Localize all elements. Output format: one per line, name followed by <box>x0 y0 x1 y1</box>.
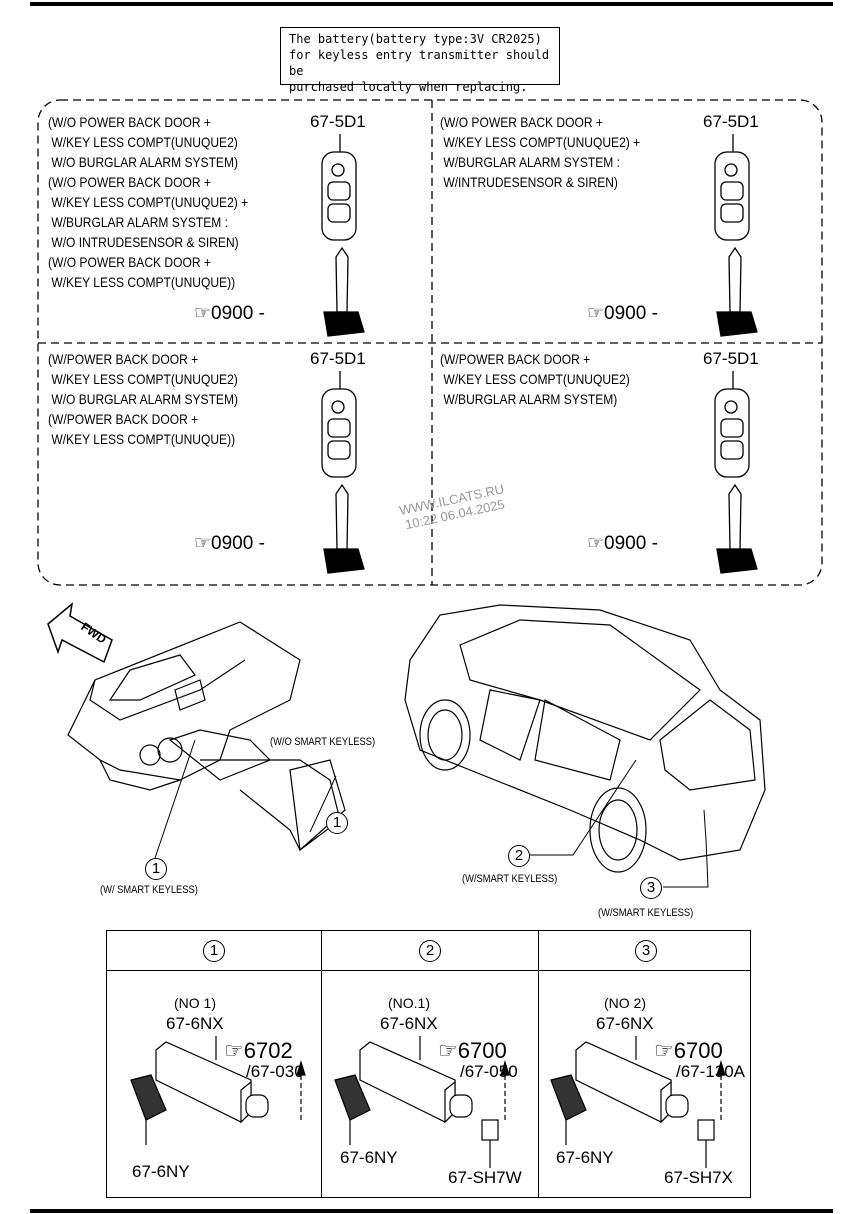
reference-sub: /67-030 <box>246 1062 304 1081</box>
parts-table: 1 2 3 <box>106 930 751 1198</box>
reference-link[interactable]: ☞0900 - <box>194 303 265 324</box>
part-number-antenna: 67-6NX <box>380 1014 438 1033</box>
callout-label: (W/SMART KEYLESS) <box>462 873 558 885</box>
hand-pointer-icon: ☞ <box>587 533 605 554</box>
condition-line: W/O BURGLAR ALARM SYSTEM) <box>48 154 239 170</box>
vehicle-illustration <box>404 604 766 873</box>
part-number-transmitter: 67-5D1 <box>310 349 366 368</box>
reference-number[interactable]: 6702 <box>243 1038 293 1063</box>
key-transmitter-illustration <box>321 371 365 574</box>
reference-link[interactable]: ☞6700 <box>438 1038 507 1064</box>
reference-link[interactable]: ☞0900 - <box>587 533 658 554</box>
top-rule <box>30 2 833 6</box>
condition-line: W/BURGLAR ALARM SYSTEM) <box>440 391 618 407</box>
reference-link[interactable]: ☞0900 - <box>587 303 658 324</box>
condition-line: W/KEY LESS COMPT(UNUQUE2) <box>48 134 238 150</box>
reference-number[interactable]: 0900 <box>604 533 647 554</box>
part-number-transmitter: 67-5D1 <box>703 112 759 131</box>
reference-link[interactable]: ☞6700 <box>654 1038 723 1064</box>
condition-line: W/KEY LESS COMPT(UNUQUE2) + <box>440 134 641 150</box>
condition-line: W/KEY LESS COMPT(UNUQUE)) <box>48 431 236 447</box>
condition-line: W/KEY LESS COMPT(UNUQUE2) <box>48 371 238 387</box>
reference-number[interactable]: 0900 <box>604 303 647 324</box>
condition-line: W/BURGLAR ALARM SYSTEM : <box>440 154 620 170</box>
part-position: (NO.1) <box>388 995 430 1011</box>
reference-number[interactable]: 0900 <box>211 533 254 554</box>
part-number-bracket: 67-6NY <box>340 1148 398 1167</box>
part-number-transmitter: 67-5D1 <box>703 349 759 368</box>
fwd-arrow <box>47 602 113 664</box>
condition-line: (W/O POWER BACK DOOR + <box>440 114 603 130</box>
key-transmitter-illustration <box>321 134 365 337</box>
condition-line: W/KEY LESS COMPT(UNUQUE2) + <box>48 194 249 210</box>
condition-line: (W/POWER BACK DOOR + <box>48 411 199 427</box>
note-line: for keyless entry transmitter should be <box>289 48 550 78</box>
part-number-antenna: 67-6NX <box>166 1014 224 1033</box>
hand-pointer-icon: ☞ <box>587 303 605 324</box>
condition-line: (W/O POWER BACK DOOR + <box>48 114 211 130</box>
part-number-antenna: 67-6NX <box>596 1014 654 1033</box>
hand-pointer-icon: ☞ <box>224 1038 244 1063</box>
hand-pointer-icon: ☞ <box>654 1038 674 1063</box>
callout-3: 3 <box>640 877 662 899</box>
hand-pointer-icon: ☞ <box>194 303 212 324</box>
battery-note: The battery(battery type:3V CR2025) for … <box>280 27 560 94</box>
condition-line: W/INTRUDESENSOR & SIREN) <box>440 174 618 190</box>
callout-2: 2 <box>508 845 530 867</box>
reference-number[interactable]: 6700 <box>673 1038 723 1063</box>
condition-line: W/BURGLAR ALARM SYSTEM : <box>48 214 228 230</box>
callout-label: (W/ SMART KEYLESS) <box>100 884 198 896</box>
bottom-rule <box>30 1209 833 1213</box>
quadrant-conditions: (W/O POWER BACK DOOR + W/KEY LESS COMPT(… <box>48 112 248 292</box>
quadrant-conditions: (W/POWER BACK DOOR + W/KEY LESS COMPT(UN… <box>440 349 630 409</box>
condition-line: (W/O POWER BACK DOOR + <box>48 254 211 270</box>
condition-line: W/O INTRUDESENSOR & SIREN) <box>48 234 239 250</box>
quadrant-conditions: (W/O POWER BACK DOOR + W/KEY LESS COMPT(… <box>440 112 640 192</box>
table-header-2: 2 <box>419 940 441 962</box>
note-line: The battery(battery type:3V CR2025) <box>289 32 542 46</box>
part-number-transmitter: 67-5D1 <box>310 112 366 131</box>
note-line: purchased locally when replacing. <box>289 80 528 94</box>
callout-1-bottom: 1 <box>145 858 167 880</box>
reference-link[interactable]: ☞0900 - <box>194 533 265 554</box>
reference-sub: /67-050 <box>460 1062 518 1081</box>
part-number-bracket: 67-6NY <box>132 1162 190 1181</box>
hand-pointer-icon: ☞ <box>194 533 212 554</box>
callout-1-top: 1 <box>326 812 348 834</box>
table-header-1: 1 <box>203 940 225 962</box>
part-number-harness: 67-SH7X <box>664 1168 733 1187</box>
quadrant-conditions: (W/POWER BACK DOOR + W/KEY LESS COMPT(UN… <box>48 349 238 449</box>
key-transmitter-illustration <box>714 371 758 574</box>
condition-line: W/KEY LESS COMPT(UNUQUE2) <box>440 371 630 387</box>
hand-pointer-icon: ☞ <box>438 1038 458 1063</box>
reference-link[interactable]: ☞6702 <box>224 1038 293 1064</box>
reference-sub: /67-130A <box>676 1062 745 1081</box>
part-position: (NO 1) <box>174 995 216 1011</box>
condition-line: W/KEY LESS COMPT(UNUQUE)) <box>48 274 236 290</box>
condition-line: (W/POWER BACK DOOR + <box>48 351 199 367</box>
reference-number[interactable]: 0900 <box>211 303 254 324</box>
condition-line: W/O BURGLAR ALARM SYSTEM) <box>48 391 239 407</box>
table-header-3: 3 <box>635 940 657 962</box>
part-number-harness: 67-SH7W <box>448 1168 522 1187</box>
condition-line: (W/POWER BACK DOOR + <box>440 351 591 367</box>
key-transmitter-illustration <box>714 134 758 337</box>
part-number-bracket: 67-6NY <box>556 1148 614 1167</box>
callout-label: (W/SMART KEYLESS) <box>598 907 694 919</box>
callout-label: (W/O SMART KEYLESS) <box>270 736 376 748</box>
condition-line: (W/O POWER BACK DOOR + <box>48 174 211 190</box>
part-position: (NO 2) <box>604 995 646 1011</box>
reference-number[interactable]: 6700 <box>457 1038 507 1063</box>
